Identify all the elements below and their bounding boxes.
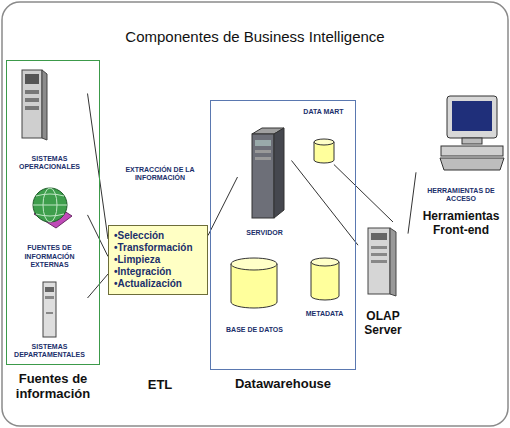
node-text: Herramientas Front-end	[416, 210, 506, 238]
node-text: SISTEMAS OPERACIONALES	[12, 155, 88, 172]
database-node: BASE DE DATOS	[220, 255, 290, 335]
database-cylinder	[231, 258, 277, 308]
source-region: Fuentes de informaciónSISTEMAS OPERACION…	[6, 60, 100, 365]
database-node: METADATA	[298, 253, 352, 319]
warehouse-region: DatawarehouseSERVIDORDATA MARTBASE DE DA…	[210, 100, 356, 370]
node-text: •Selección	[114, 230, 202, 242]
diagram-title: Componentes de Business Intelligence	[0, 28, 510, 45]
server-icon	[22, 70, 47, 140]
etl-box: •Selección•Transformación•Limpieza•Integ…	[108, 225, 208, 295]
node-text: METADATA	[306, 310, 344, 318]
connector-line	[88, 274, 109, 298]
connector-line	[408, 172, 416, 233]
front-end-tools: HERRAMIENTAS DE ACCESO Herramientas Front…	[416, 92, 506, 238]
node-text: •Actualización	[114, 278, 202, 290]
database-cylinder	[314, 139, 334, 163]
node-text: BASE DE DATOS	[226, 326, 283, 334]
connector-line	[88, 94, 109, 240]
database-cylinder	[311, 258, 339, 300]
node-text: HERRAMIENTAS DE ACCESO	[416, 187, 506, 204]
connector-line	[88, 215, 109, 257]
region-heading: Datawarehouse	[211, 377, 355, 392]
node-text: •Limpieza	[114, 254, 202, 266]
server-icon	[368, 228, 396, 296]
node-text: •Integración	[114, 266, 202, 278]
node-text: •Transformación	[114, 242, 202, 254]
olap-server: OLAP Server	[358, 222, 408, 338]
annotation-text: EXTRACCIÓN DE LA INFORMACIÓN	[112, 166, 208, 183]
globe-icon	[33, 188, 72, 228]
source-system: FUENTES DE INFORMACIÓN EXTERNAS	[12, 186, 88, 270]
server-icon	[252, 128, 284, 218]
column-heading: ETL	[120, 378, 200, 393]
node-text: DATA MART	[303, 108, 343, 116]
node-text: SERVIDOR	[246, 229, 282, 237]
node-text: FUENTES DE INFORMACIÓN EXTERNAS	[12, 244, 88, 269]
node-text: OLAP Server	[358, 310, 408, 338]
connector-line	[334, 165, 393, 223]
source-system: SISTEMAS OPERACIONALES	[12, 68, 88, 172]
connector-line	[208, 177, 238, 236]
node-text: SISTEMAS DEPARTAMENTALES	[12, 343, 88, 360]
data-mart: DATA MART	[298, 108, 350, 165]
computer-icon	[440, 96, 504, 170]
connector-line	[292, 161, 359, 246]
tower-icon	[43, 282, 56, 337]
region-heading: Fuentes de información	[7, 372, 99, 402]
server-node: SERVIDOR	[238, 128, 292, 238]
source-system: SISTEMAS DEPARTAMENTALES	[12, 278, 88, 360]
